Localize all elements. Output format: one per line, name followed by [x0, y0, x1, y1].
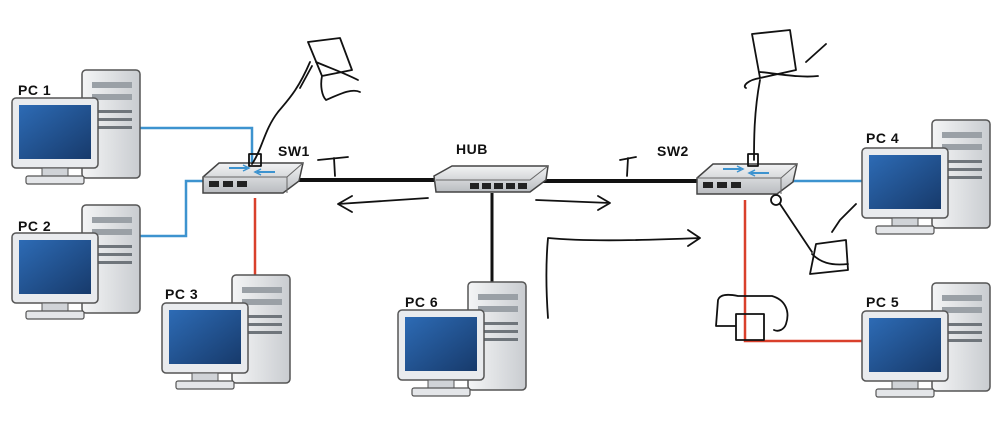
sw1-switch	[202, 162, 304, 194]
sw1-label: SW1	[278, 143, 310, 159]
pc4-label: PC 4	[866, 130, 900, 146]
sketch-box-sw2	[747, 153, 759, 167]
t-mark-left	[317, 156, 349, 177]
pc5-label: PC 5	[866, 294, 900, 310]
arrow-right-bottom	[545, 229, 701, 319]
pc6-label: PC 6	[405, 294, 439, 310]
link-pc1-sw1	[138, 126, 254, 163]
hub-label: HUB	[456, 141, 488, 157]
sketch-frame-sw2	[743, 29, 827, 161]
arrow-right-upper	[535, 195, 611, 211]
link-sw2-pc5	[743, 200, 862, 343]
pc3-label: PC 3	[165, 286, 199, 302]
hub-device	[433, 165, 549, 193]
arrow-left	[337, 195, 429, 213]
t-mark-right	[619, 156, 637, 177]
sketch-frame-sw1	[251, 37, 361, 165]
sw2-label: SW2	[657, 143, 689, 159]
sketch-frame-sw2-lower	[779, 203, 857, 275]
sketch-frame-pc5	[715, 293, 789, 341]
pc2-label: PC 2	[18, 218, 52, 234]
sketch-circle-sw2	[770, 194, 782, 206]
pc1-label: PC 1	[18, 82, 52, 98]
sketch-box-sw1	[248, 153, 262, 167]
sw2-switch	[696, 163, 798, 195]
link-pc2-sw1	[138, 179, 210, 238]
handwritten-annotations	[248, 29, 857, 341]
